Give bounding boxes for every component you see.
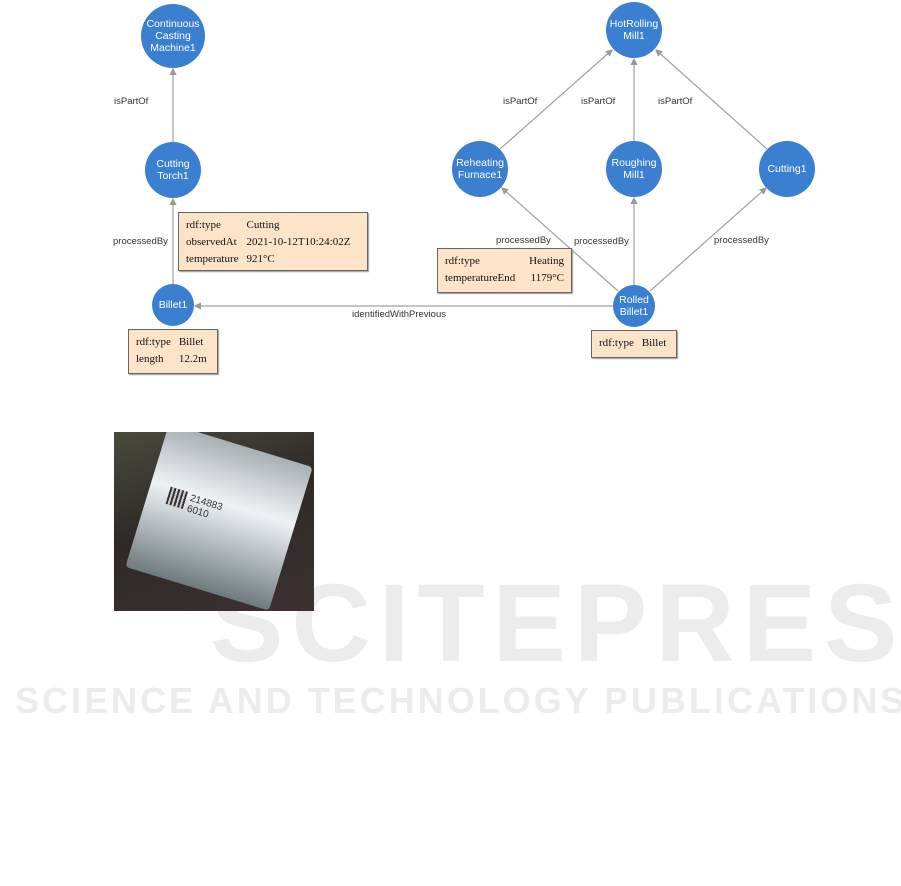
edges bbox=[169, 49, 768, 310]
edge-label: processedBy bbox=[574, 236, 629, 247]
property-row: temperature 921°C bbox=[186, 251, 350, 268]
property-key: rdf:type bbox=[445, 255, 480, 267]
property-key: temperatureEnd bbox=[445, 272, 516, 284]
property-value: 921°C bbox=[246, 253, 275, 265]
edge-label: identifiedWithPrevious bbox=[352, 309, 446, 320]
property-key: length bbox=[136, 353, 164, 365]
property-row: length 12.2m bbox=[136, 351, 207, 368]
node-rolled-billet[interactable]: Rolled Billet1 bbox=[613, 285, 655, 327]
property-value: Billet bbox=[178, 336, 204, 348]
node-cutting-torch[interactable]: Cutting Torch1 bbox=[145, 142, 201, 198]
billet-photo: 214883 6010 bbox=[114, 432, 314, 611]
property-row: rdf:type Heating bbox=[445, 253, 564, 270]
datamatrix-code bbox=[165, 486, 189, 510]
edge-label: isPartOf bbox=[581, 96, 616, 107]
edge-label: processedBy bbox=[496, 235, 551, 246]
property-row: rdf:type Billet bbox=[136, 334, 207, 351]
property-value: 12.2m bbox=[178, 353, 207, 365]
property-box-cutting-event: rdf:type Cutting observedAt 2021-10-12T10:2… bbox=[178, 212, 368, 271]
watermark-subtitle: SCIENCE AND TECHNOLOGY PUBLICATIONS bbox=[15, 680, 901, 721]
property-row: temperatureEnd 1179°C bbox=[445, 270, 564, 287]
billet-marking: 214883 6010 bbox=[185, 493, 224, 521]
edge-rolled-cutting bbox=[649, 187, 767, 292]
property-key: rdf:type bbox=[136, 336, 171, 348]
property-box-billet: rdf:type Billet length 12.2m bbox=[128, 329, 218, 374]
node-hot-rolling-mill[interactable]: HotRolling Mill1 bbox=[606, 2, 662, 58]
property-value: Billet bbox=[641, 337, 667, 349]
property-value: 1179°C bbox=[530, 272, 564, 284]
edge-label: isPartOf bbox=[114, 96, 149, 107]
node-roughing-mill[interactable]: Roughing Mill1 bbox=[606, 141, 662, 197]
edge-label: processedBy bbox=[113, 236, 168, 247]
property-row: observedAt 2021-10-12T10:24:02Z bbox=[186, 234, 350, 251]
billet-image: 214883 6010 bbox=[125, 432, 313, 611]
property-row: rdf:type Billet bbox=[599, 335, 666, 352]
property-box-heating-event: rdf:type Heating temperatureEnd 1179°C bbox=[437, 248, 572, 293]
edge-cutting-hrm bbox=[655, 49, 768, 150]
property-value: Heating bbox=[529, 255, 564, 267]
node-billet[interactable]: Billet1 bbox=[152, 284, 194, 326]
edge-label: isPartOf bbox=[503, 96, 538, 107]
node-cutting[interactable]: Cutting1 bbox=[759, 141, 815, 197]
property-value: 2021-10-12T10:24:02Z bbox=[246, 236, 351, 248]
property-value: Cutting bbox=[246, 219, 280, 231]
property-key: rdf:type bbox=[599, 337, 634, 349]
edge-furnace-hrm bbox=[499, 49, 613, 150]
property-box-rolled-billet: rdf:type Billet bbox=[591, 330, 677, 358]
property-key: temperature bbox=[186, 253, 239, 265]
edge-label: isPartOf bbox=[658, 96, 693, 107]
node-reheating-furnace[interactable]: Reheating Furnace1 bbox=[452, 141, 508, 197]
edge-label: processedBy bbox=[714, 235, 769, 246]
property-key: observedAt bbox=[186, 236, 237, 248]
property-key: rdf:type bbox=[186, 219, 221, 231]
property-row: rdf:type Cutting bbox=[186, 217, 350, 234]
node-continuous-casting-machine[interactable]: Continuous Casting Machine1 bbox=[141, 4, 205, 68]
edge-rolled-furnace bbox=[501, 187, 619, 292]
